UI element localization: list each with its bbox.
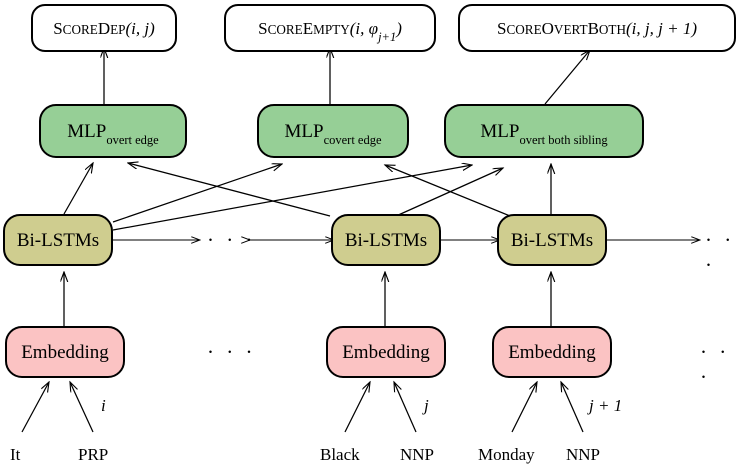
mlp-overt-edge-label: MLPovert edge	[67, 120, 159, 148]
ellipsis-embedding-left: · · ·	[207, 340, 256, 364]
embedding-node-j1[interactable]: Embedding	[492, 326, 612, 378]
edge-lstm-j-to-mlp-overt-edge	[128, 163, 331, 217]
embedding-node-j1-label: Embedding	[508, 341, 596, 363]
ellipsis-lstm-left: · · ·	[207, 228, 256, 252]
embedding-node-j[interactable]: Embedding	[326, 326, 446, 378]
mlp-covert-edge-subscript: covert edge	[323, 133, 382, 148]
ellipsis-embedding-right: · · ·	[700, 340, 730, 389]
score-dep-args: (i, j)	[125, 18, 155, 38]
score-node-dep[interactable]: SCOREDEP(i, j)	[31, 4, 177, 52]
edge-lstm-i-to-mlp-overt-edge	[63, 163, 93, 215]
lstm-node-j1-label: Bi-LSTMs	[510, 229, 594, 251]
edge-word-black-to-embedding-j	[344, 382, 370, 433]
edge-lstm-j1-to-mlp-covert-edge	[385, 165, 511, 217]
embedding-node-i-label: Embedding	[21, 341, 109, 363]
edge-tag-prp-to-embedding-i	[70, 382, 94, 433]
index-label-j: j	[424, 396, 429, 415]
index-label-j1: j + 1	[589, 396, 623, 415]
mlp-node-covert-edge[interactable]: MLPcovert edge	[257, 104, 409, 158]
lstm-node-i[interactable]: Bi-LSTMs	[3, 214, 113, 266]
edge-lstm-j-to-mlp-both	[384, 168, 503, 222]
lstm-node-i-label: Bi-LSTMs	[16, 229, 100, 251]
ellipsis-lstm-right: · · ·	[705, 228, 735, 277]
edge-tag-nnp-to-embedding-j	[394, 382, 417, 433]
score-node-dep-label: SCOREDEP(i, j)	[53, 18, 155, 38]
mlp-overt-both-sibling-subscript: overt both sibling	[519, 133, 608, 148]
lstm-node-j-label: Bi-LSTMs	[344, 229, 428, 251]
edge-word-it-to-embedding-i	[21, 382, 49, 433]
mlp-overt-edge-subscript: overt edge	[106, 133, 159, 148]
embedding-node-j-label: Embedding	[342, 341, 430, 363]
input-word-black: Black	[320, 445, 360, 464]
input-tag-nnp-j1: NNP	[566, 445, 601, 464]
edge-word-monday-to-embedding-j1	[511, 382, 537, 433]
mlp-overt-both-sibling-label: MLPovert both sibling	[480, 120, 608, 148]
mlp-covert-edge-label: MLPcovert edge	[284, 120, 382, 148]
edge-mlp-both-to-score-overt-both	[544, 50, 590, 105]
embedding-node-i[interactable]: Embedding	[5, 326, 125, 378]
score-node-overt-both-label: SCOREOVERTBOTH(i, j, j + 1)	[497, 18, 697, 38]
input-tag-nnp-j: NNP	[400, 445, 435, 464]
lstm-node-j1[interactable]: Bi-LSTMs	[497, 214, 607, 266]
score-node-overt-both[interactable]: SCOREOVERTBOTH(i, j, j + 1)	[458, 4, 736, 52]
score-overt-both-args: (i, j, j + 1)	[626, 18, 697, 38]
edge-tag-nnp2-to-embedding-j1	[561, 382, 584, 433]
lstm-node-j[interactable]: Bi-LSTMs	[331, 214, 441, 266]
mlp-node-overt-edge[interactable]: MLPovert edge	[39, 104, 187, 158]
edge-lstm-i-to-mlp-covert-edge	[112, 164, 282, 223]
index-label-i: i	[101, 396, 106, 415]
mlp-node-overt-both-sibling[interactable]: MLPovert both sibling	[444, 104, 644, 158]
score-node-empty-label: SCOREEMPTY(i, φj+1)	[258, 18, 402, 44]
input-word-it: It	[10, 445, 21, 464]
score-node-empty[interactable]: SCOREEMPTY(i, φj+1)	[224, 4, 436, 52]
input-tag-prp: PRP	[78, 445, 109, 464]
input-word-monday: Monday	[478, 445, 535, 464]
